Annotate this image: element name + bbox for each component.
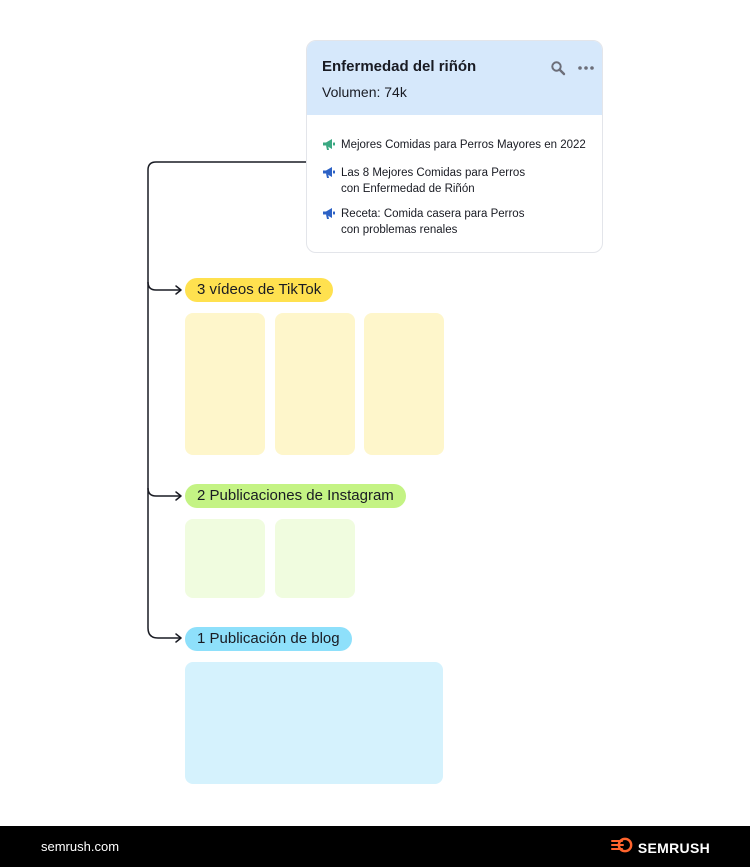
megaphone-green-icon xyxy=(322,138,338,156)
megaphone-blue-icon xyxy=(322,207,338,225)
footer-url[interactable]: semrush.com xyxy=(41,839,120,854)
arrowhead-blog xyxy=(175,633,182,643)
arrowhead-instagram xyxy=(175,491,182,501)
list-item[interactable]: Mejores Comidas para Perros Mayores en 2… xyxy=(322,137,594,156)
keyword-card: Enfermedad del riñón Volumen: 74k xyxy=(306,40,603,253)
arrowhead-tiktok xyxy=(175,285,182,295)
list-item-label: Mejores Comidas para Perros Mayores en 2… xyxy=(341,139,586,151)
list-item-label: Las 8 Mejores Comidas para Perros con En… xyxy=(341,167,526,195)
instagram-branch-label: 2 Publicaciones de Instagram xyxy=(185,484,406,508)
keyword-card-header: Enfermedad del riñón Volumen: 74k xyxy=(307,41,602,115)
blog-post-placeholder xyxy=(185,662,443,784)
keyword-title: Enfermedad del riñón xyxy=(322,58,477,75)
tiktok-video-placeholder xyxy=(185,313,265,455)
connector-instagram xyxy=(147,487,180,497)
search-icon[interactable] xyxy=(550,60,566,81)
list-item[interactable]: Las 8 Mejores Comidas para Perros con En… xyxy=(322,165,594,197)
semrush-wordmark: SEMRUSH xyxy=(637,839,710,856)
semrush-flame-icon xyxy=(610,837,633,858)
instagram-post-placeholder xyxy=(185,519,265,598)
list-item[interactable]: Receta: Comida casera para Perros con pr… xyxy=(322,206,594,238)
megaphone-blue-icon xyxy=(322,166,338,184)
connector-trunk xyxy=(147,161,306,639)
more-options-icon[interactable] xyxy=(577,60,595,81)
tiktok-video-placeholder xyxy=(275,313,355,455)
content-ideas-list: Mejores Comidas para Perros Mayores en 2… xyxy=(322,137,594,247)
instagram-post-placeholder xyxy=(275,519,355,598)
semrush-logo: SEMRUSH xyxy=(610,837,710,858)
connector-tiktok xyxy=(147,281,180,291)
keyword-volume: Volumen: 74k xyxy=(322,84,407,100)
tiktok-video-placeholder xyxy=(364,313,444,455)
footer-bar: semrush.com SEMRUSH xyxy=(0,826,750,867)
blog-branch-label: 1 Publicación de blog xyxy=(185,627,352,651)
tiktok-branch-label: 3 vídeos de TikTok xyxy=(185,278,334,302)
list-item-label: Receta: Comida casera para Perros con pr… xyxy=(341,208,525,236)
